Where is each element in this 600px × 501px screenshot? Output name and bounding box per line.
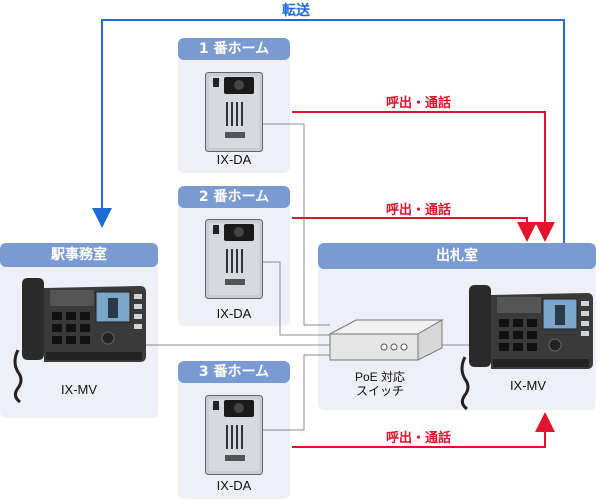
call-label-platform-3: 呼出・通話 [386, 431, 452, 446]
platform-3-header: 3 番ホーム [178, 361, 290, 383]
door-station-icon [205, 219, 263, 299]
poe-switch-label-line2: スイッチ [355, 384, 404, 398]
station-office-device-label: IX-MV [60, 382, 98, 397]
master-station-icon [460, 285, 593, 411]
cable-platform-1 [262, 123, 330, 326]
station-office-header: 駅事務室 [0, 243, 158, 267]
transfer-arrow [92, 19, 565, 243]
platform-3-device-label: IX-DA [216, 478, 252, 493]
ticket-office-device-label: IX-MV [509, 378, 547, 393]
cable-platform-3 [262, 354, 330, 431]
platform-1-header: 1 番ホーム [178, 38, 290, 60]
call-arrow-platform-2 [292, 217, 537, 242]
door-station-icon [205, 72, 263, 152]
platform-1-device-label: IX-DA [216, 152, 252, 167]
door-station-icon [205, 395, 263, 475]
call-label-platform-2: 呼出・通話 [386, 203, 452, 218]
poe-switch-icon [329, 319, 444, 361]
call-arrow-platform-1 [292, 111, 555, 242]
cable-platform-2 [262, 261, 330, 336]
ticket-office-header: 出札室 [318, 243, 596, 269]
poe-switch-label-line1: PoE 対応 [354, 370, 406, 384]
call-label-platform-1: 呼出・通話 [386, 96, 452, 111]
call-arrow-platform-3 [292, 412, 555, 448]
transfer-label: 転送 [282, 3, 310, 19]
platform-2-device-label: IX-DA [216, 306, 252, 321]
platform-2-header: 2 番ホーム [178, 186, 290, 208]
master-station-icon [13, 278, 146, 404]
